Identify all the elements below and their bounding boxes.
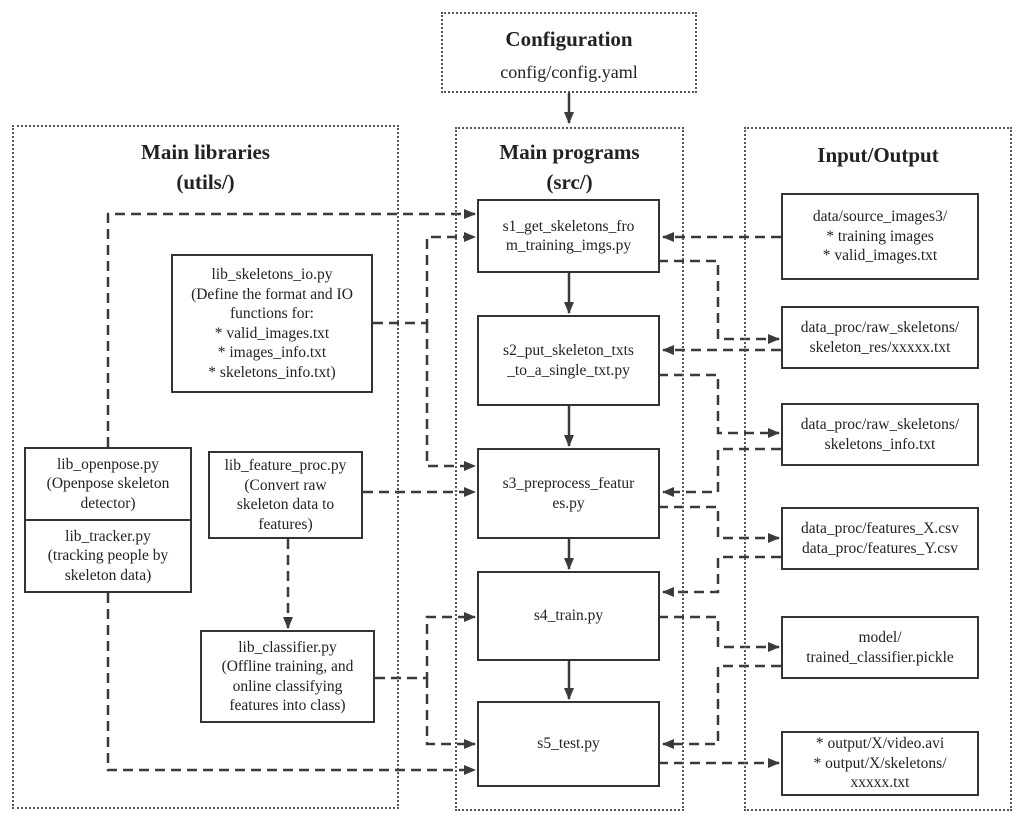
s4-line-1: s4_train.py — [533, 607, 604, 625]
lib-skeletons-io-desc-5: * skeletons_info.txt) — [208, 363, 336, 381]
io-skeleton-res-line-2: skeleton_res/xxxxx.txt — [809, 338, 951, 356]
io-skeletons-info-line-2: skeletons_info.txt — [824, 435, 936, 453]
lib-openpose-name: lib_openpose.py — [56, 455, 160, 473]
io-title: Input/Output — [817, 143, 939, 167]
lib-tracker-desc-2: skeleton data) — [64, 566, 152, 584]
arrow-s1-to-skelres — [658, 259, 780, 344]
io-output-box: * output/X/video.avi * output/X/skeleton… — [781, 731, 979, 796]
programs-title: Main programs — [499, 140, 640, 164]
io-features-line-2: data_proc/features_Y.csv — [802, 539, 958, 557]
lib-tracker-desc-1: (tracking people by — [47, 547, 169, 565]
config-path: config/config.yaml — [500, 62, 638, 82]
s2-line-1: s2_put_skeleton_txts — [503, 342, 634, 359]
s2-box: s2_put_skeleton_txts _to_a_single_txt.py — [477, 315, 660, 406]
arrow-s4-to-model — [658, 615, 780, 652]
io-output-line-2: * output/X/skeletons/ — [813, 754, 947, 772]
arrow-skeletons-io-to-s1 — [373, 232, 476, 325]
s3-line-1: s3_preprocess_featur — [502, 475, 635, 492]
lib-skeletons-io-desc-4: * images_info.txt — [217, 344, 327, 361]
lib-feature-proc-box: lib_feature_proc.py (Convert raw skeleto… — [208, 451, 363, 539]
io-features-box: data_proc/features_X.csv data_proc/featu… — [781, 507, 979, 570]
io-source-images-line-3: * valid_images.txt — [822, 247, 938, 265]
io-source-images-line-2: * training images — [826, 227, 934, 245]
io-model-line-1: model/ — [858, 629, 902, 646]
io-skeletons-info-box: data_proc/raw_skeletons/ skeletons_info.… — [781, 403, 979, 466]
lib-classifier-desc-3: features into class) — [229, 697, 346, 714]
io-skeletons-info-line-1: data_proc/raw_skeletons/ — [800, 416, 960, 433]
s5-line-1: s5_test.py — [537, 735, 600, 753]
lib-tracker-box: lib_tracker.py (tracking people by skele… — [24, 519, 192, 593]
io-features-line-1: data_proc/features_X.csv — [801, 520, 959, 537]
arrow-openpose-to-s1 — [106, 209, 476, 447]
lib-openpose-desc-1: (Openpose skeleton — [46, 475, 170, 493]
lib-openpose-box: lib_openpose.py (Openpose skeleton detec… — [24, 447, 192, 521]
programs-group: Main programs (src/) — [455, 127, 684, 811]
lib-skeletons-io-box: lib_skeletons_io.py (Define the format a… — [171, 254, 373, 393]
lib-skeletons-io-desc-2: functions for: — [230, 305, 314, 322]
libraries-group: Main libraries (utils/) — [12, 125, 399, 809]
io-output-line-3: xxxxx.txt — [850, 774, 910, 792]
lib-skeletons-io-desc-3: * valid_images.txt — [214, 324, 330, 342]
io-group: Input/Output — [744, 127, 1012, 811]
io-model-line-2: trained_classifier.pickle — [806, 648, 954, 666]
io-output-line-1: * output/X/video.avi — [815, 735, 945, 753]
arrow-classifier-to-s4 — [375, 612, 476, 680]
s1-line-2: m_training_imgs.py — [505, 237, 632, 254]
arrow-s3-to-features — [658, 505, 780, 543]
io-skeleton-res-line-1: data_proc/raw_skeletons/ — [800, 319, 960, 336]
lib-classifier-name: lib_classifier.py — [238, 638, 337, 656]
io-source-images-box: data/source_images3/ * training images *… — [781, 193, 979, 280]
config-title: Configuration — [505, 27, 633, 51]
lib-classifier-desc-1: (Offline training, and — [221, 658, 354, 675]
s3-line-2: es.py — [552, 494, 585, 512]
lib-classifier-desc-2: online classifying — [232, 677, 343, 695]
s3-box: s3_preprocess_featur es.py — [477, 448, 660, 539]
lib-feature-proc-name: lib_feature_proc.py — [224, 457, 347, 474]
io-source-images-line-1: data/source_images3/ — [812, 208, 948, 226]
lib-skeletons-io-desc-1: (Define the format and IO — [191, 285, 353, 303]
config-group: Configuration config/config.yaml — [441, 12, 697, 93]
s4-box: s4_train.py — [477, 571, 660, 661]
io-model-box: model/ trained_classifier.pickle — [781, 616, 979, 679]
s1-line-1: s1_get_skeletons_fro — [502, 217, 635, 235]
s2-line-2: _to_a_single_txt.py — [507, 361, 630, 379]
lib-tracker-name: lib_tracker.py — [65, 527, 151, 545]
lib-feature-proc-desc-3: features) — [258, 515, 313, 533]
lib-openpose-desc-2: detector) — [80, 494, 136, 512]
arrow-tracker-to-s5 — [106, 593, 476, 775]
libraries-subtitle: (utils/) — [176, 170, 235, 194]
libraries-title: Main libraries — [141, 140, 270, 164]
lib-feature-proc-desc-2: skeleton data to — [236, 496, 335, 513]
io-skeleton-res-box: data_proc/raw_skeletons/ skeleton_res/xx… — [781, 306, 979, 369]
lib-skeletons-io-name: lib_skeletons_io.py — [211, 266, 333, 283]
programs-subtitle: (src/) — [546, 170, 593, 194]
arrow-classifier-to-s5 — [425, 678, 476, 749]
arrow-model-to-s5 — [662, 664, 781, 749]
arrow-skelinfo-to-s3 — [662, 447, 781, 497]
lib-feature-proc-desc-1: (Convert raw — [244, 476, 327, 494]
s5-box: s5_test.py — [477, 701, 660, 787]
arrow-features-to-s4 — [662, 555, 781, 597]
lib-classifier-box: lib_classifier.py (Offline training, and… — [200, 630, 375, 723]
arrow-s2-to-skelinfo — [658, 373, 780, 438]
s1-box: s1_get_skeletons_fro m_training_imgs.py — [477, 199, 660, 273]
